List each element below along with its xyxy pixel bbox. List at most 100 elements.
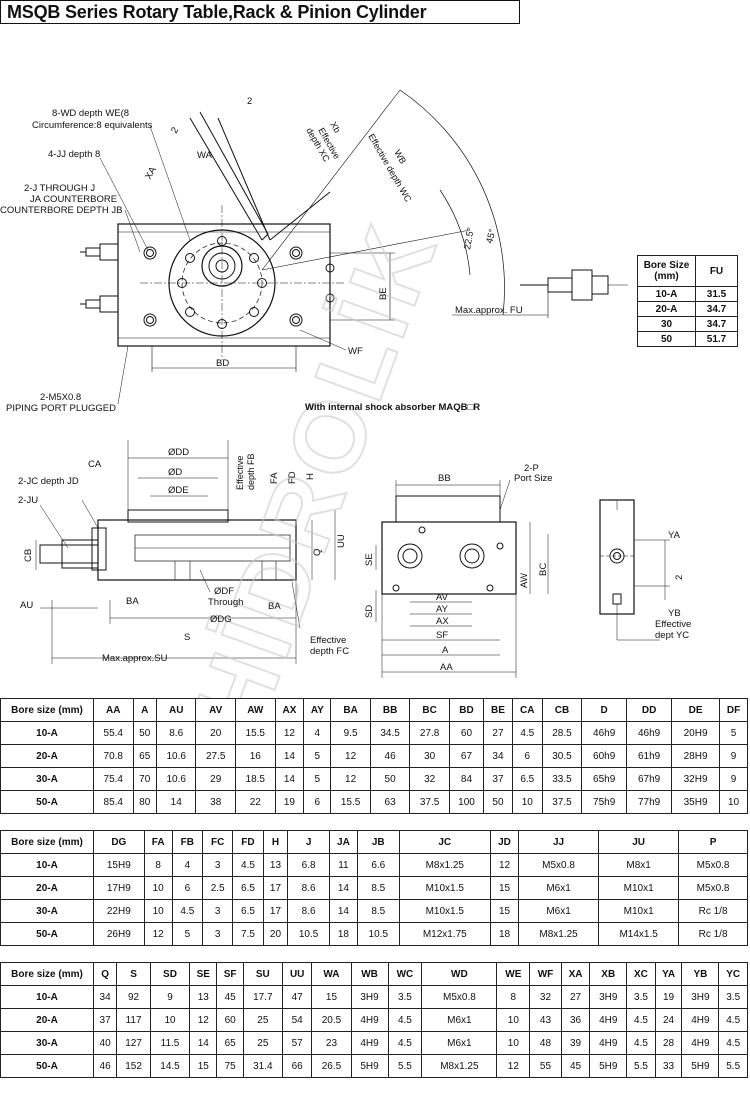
- table-cell: 33.5: [541, 767, 583, 791]
- table-cell: 14: [328, 899, 358, 923]
- table-cell: 34.7: [695, 301, 738, 317]
- label-two-a: 2: [169, 125, 181, 135]
- label-av: AV: [436, 592, 449, 603]
- table-cell: 60: [448, 721, 485, 745]
- table-cell: 5.5: [626, 1054, 656, 1078]
- table-cell: 10: [143, 899, 173, 923]
- table-cell: 12: [143, 922, 173, 946]
- table-cell: M10x1.5: [398, 876, 491, 900]
- table3-header-cell: XB: [589, 962, 628, 986]
- table-cell: 37: [92, 1008, 118, 1032]
- table-cell: 5H9: [589, 1054, 628, 1078]
- label-bd: BD: [216, 358, 229, 369]
- table-cell: 4.5: [718, 1031, 748, 1055]
- table-cell: 4H9: [589, 1031, 628, 1055]
- table-cell: 34: [483, 744, 513, 768]
- table-cell: 31.5: [695, 286, 738, 302]
- table-cell: M8x1.25: [518, 922, 600, 946]
- table-cell: 14: [189, 1031, 218, 1055]
- table-cell: 9.5: [330, 721, 371, 745]
- table3-header-cell: SU: [242, 962, 283, 986]
- table-cell: 3.5: [387, 985, 423, 1009]
- table-cell: 10: [511, 790, 543, 814]
- table-cell: 92: [116, 985, 151, 1009]
- table-cell: 8.6: [287, 876, 330, 900]
- table-cell: 4H9: [350, 1031, 389, 1055]
- table-cell: 14: [328, 876, 358, 900]
- table-cell: 20-A: [0, 744, 94, 768]
- table-cell: M5x0.8: [678, 853, 748, 877]
- table1-header-cell: D: [581, 698, 628, 722]
- table-cell: 8.5: [356, 876, 400, 900]
- table-cell: 5: [303, 767, 332, 791]
- label-ca: CA: [88, 459, 102, 470]
- table-cell: M12x1.75: [398, 922, 491, 946]
- table-cell: 8: [143, 853, 173, 877]
- table-cell: 12: [489, 853, 520, 877]
- table-cell: 5.5: [387, 1054, 423, 1078]
- table-cell: 50: [132, 721, 157, 745]
- table-cell: 65: [216, 1031, 244, 1055]
- label-wa: WA: [197, 150, 213, 161]
- label-wb-effective: Effective depth WC: [366, 132, 413, 204]
- table-cell: 9: [149, 985, 191, 1009]
- table-cell: 30-A: [0, 767, 94, 791]
- table-cell: 27.5: [195, 744, 236, 768]
- table-cell: 10: [149, 1008, 191, 1032]
- table-cell: 10.5: [356, 922, 400, 946]
- table2-header-cell: FB: [171, 830, 204, 854]
- table-cell: 14: [274, 744, 305, 768]
- table-cell: 14.5: [149, 1054, 191, 1078]
- table-cell: 80: [132, 790, 157, 814]
- table-cell: 152: [116, 1054, 151, 1078]
- table-cell: 5: [719, 721, 748, 745]
- label-xa: XA: [143, 164, 159, 181]
- label-ba-2: BA: [268, 601, 281, 612]
- table-cell: 4H9: [589, 1008, 628, 1032]
- table-cell: M6x1: [518, 899, 600, 923]
- table-cell: 61h9: [626, 744, 673, 768]
- table-cell: 10: [143, 876, 173, 900]
- table-cell: 15: [189, 1054, 218, 1078]
- table-cell: Rc 1/8: [678, 899, 748, 923]
- table-cell: 3: [201, 899, 234, 923]
- table-cell: 20-A: [0, 1008, 94, 1032]
- table2-header-cell: P: [678, 830, 748, 854]
- table-cell: 33: [654, 1054, 683, 1078]
- table-cell: 50-A: [0, 790, 94, 814]
- table-cell: M14x1.5: [598, 922, 680, 946]
- label-wb: WB: [392, 148, 408, 166]
- label-eff-fc-1: Effective: [310, 635, 346, 646]
- table-cell: 13: [189, 985, 218, 1009]
- table3-header-cell: SF: [216, 962, 244, 986]
- table-cell: 37: [483, 767, 513, 791]
- table-cell: 65h9: [581, 767, 628, 791]
- table-cell: 63: [369, 790, 411, 814]
- table-cell: 4H9: [350, 1008, 389, 1032]
- table2-header-cell: Bore size (mm): [0, 830, 94, 854]
- label-through: Through: [208, 597, 243, 608]
- label-max-su: Max.approx.SU: [102, 653, 168, 664]
- table-cell: 34.5: [369, 721, 411, 745]
- table-cell: 54: [281, 1008, 313, 1032]
- table-cell: 60: [216, 1008, 244, 1032]
- table-cell: 4H9: [681, 1008, 720, 1032]
- label-detail-two: 2: [674, 575, 685, 580]
- technical-drawing: ARCA HİDROLİK 8-WD depth WE(8 Circumfere…: [0, 89, 691, 700]
- table-cell: 55: [529, 1054, 562, 1078]
- table-cell: 46h9: [581, 721, 628, 745]
- table-cell: 67: [448, 744, 485, 768]
- table3-header-cell: WC: [387, 962, 423, 986]
- label-deg22: 22.5°: [462, 226, 477, 250]
- table-cell: 16: [235, 744, 276, 768]
- label-bc: BC: [538, 563, 549, 576]
- label-bb: BB: [438, 473, 451, 484]
- table2-header-cell: J: [287, 830, 330, 854]
- table-cell: 26.5: [311, 1054, 352, 1078]
- table-cell: 22: [235, 790, 276, 814]
